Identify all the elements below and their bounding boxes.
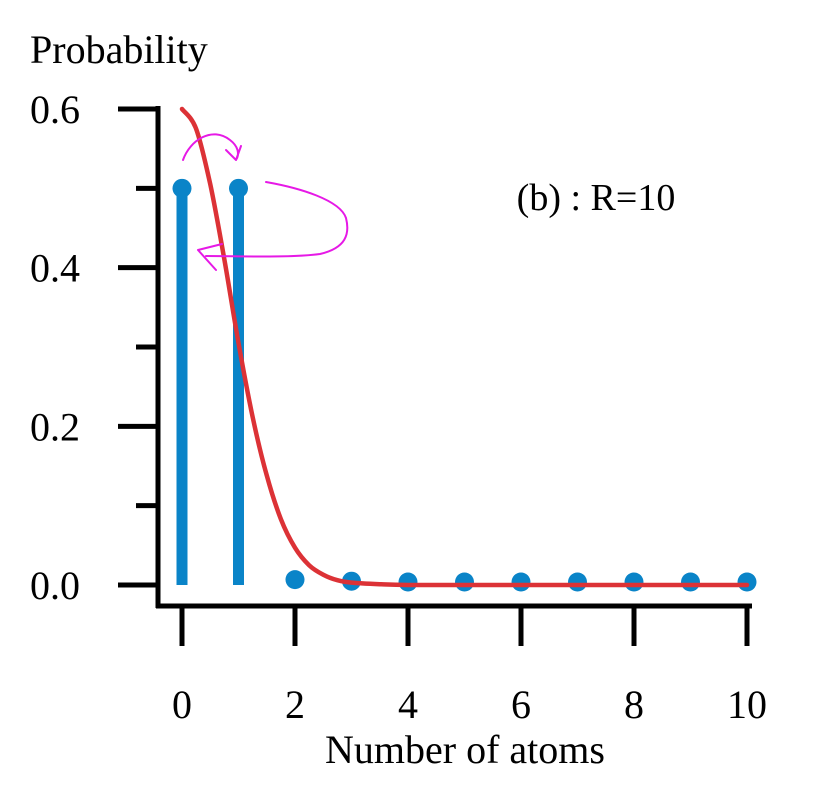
x-tick-label: 10 bbox=[727, 682, 767, 727]
x-tick-label: 2 bbox=[285, 682, 305, 727]
x-tick-label: 4 bbox=[398, 682, 418, 727]
stem-point bbox=[285, 570, 305, 590]
stem-point bbox=[681, 572, 700, 592]
handwritten-arrows bbox=[182, 133, 349, 271]
x-tick-label: 6 bbox=[511, 682, 531, 727]
stem-point bbox=[398, 572, 418, 592]
stem-point bbox=[172, 178, 192, 198]
y-tick-label: 0.0 bbox=[30, 563, 80, 608]
stem-point bbox=[229, 178, 248, 198]
fit-curve-line bbox=[179, 106, 750, 588]
handwritten-arrow-top bbox=[182, 133, 242, 161]
x-tick-label: 0 bbox=[172, 682, 192, 727]
x-tick-label: 8 bbox=[624, 682, 644, 727]
stem-point bbox=[455, 572, 474, 592]
stem-series bbox=[172, 178, 757, 592]
y-tick-label: 0.2 bbox=[30, 404, 80, 449]
handwritten-arrow-right bbox=[197, 181, 349, 271]
y-axis-title: Probability bbox=[30, 27, 208, 72]
y-tick-label: 0.6 bbox=[30, 87, 80, 132]
stem-point bbox=[737, 572, 757, 592]
panel-annotation: (b) : R=10 bbox=[517, 177, 676, 219]
x-axis-title: Number of atoms bbox=[325, 727, 605, 772]
y-tick-label: 0.4 bbox=[30, 246, 80, 291]
stem-point bbox=[511, 572, 531, 592]
fit-curve-series bbox=[179, 106, 750, 588]
stem-point bbox=[568, 572, 587, 592]
axes: 0.0 0.2 0.4 0.6 0 2 4 6 8 10 bbox=[30, 87, 767, 727]
stem-point bbox=[624, 572, 644, 592]
